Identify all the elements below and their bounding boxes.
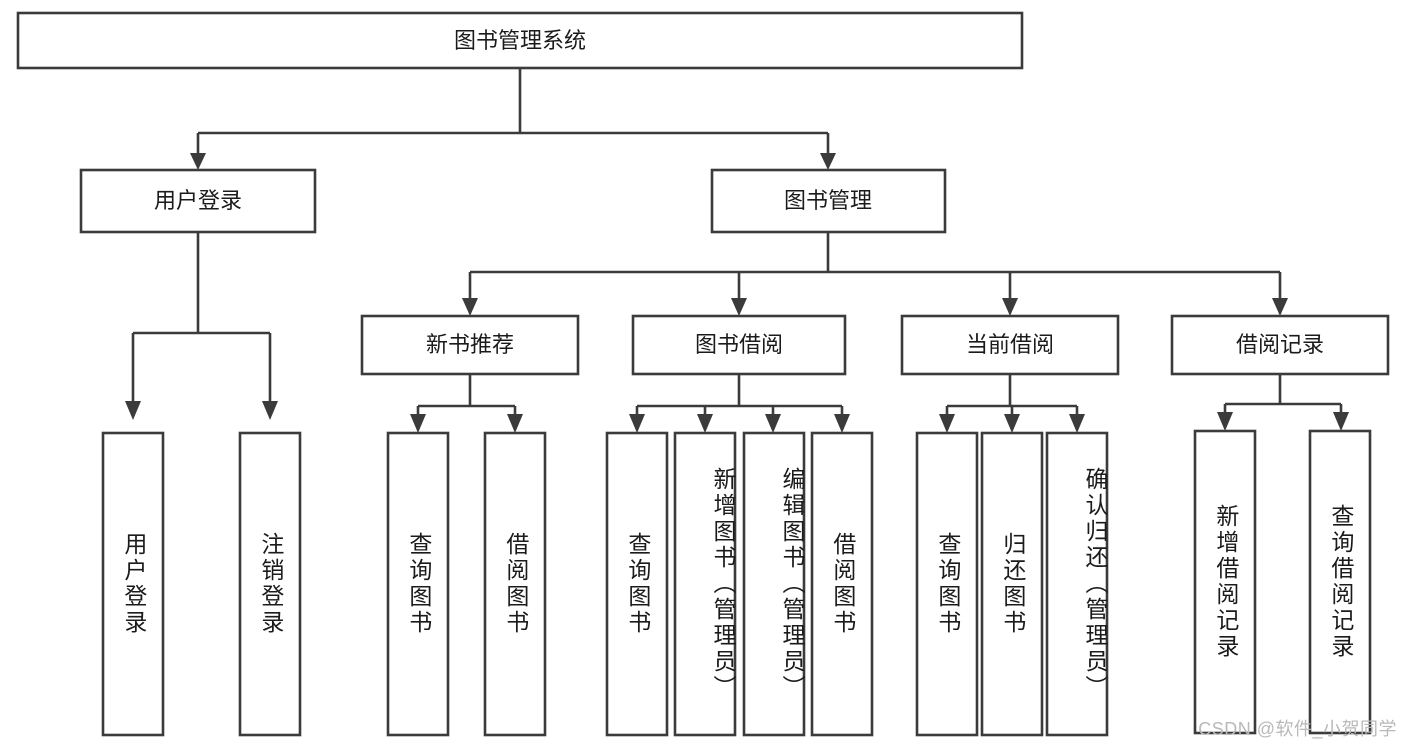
leaf-box-logout[interactable] <box>238 431 302 737</box>
arrow-head-cb-leaf3 <box>1069 414 1085 433</box>
connector-group-current-borrow <box>939 374 1085 433</box>
csdn-watermark: CSDN @软件_小贺同学 <box>1198 719 1397 739</box>
leaf-box-bb-add[interactable] <box>673 431 737 737</box>
node-borrow-record-label: 借阅记录 <box>1236 332 1324 357</box>
leaf-box-cb-query[interactable] <box>915 431 979 737</box>
node-new-book-recommend-label: 新书推荐 <box>426 332 514 357</box>
arrow-head-br-leaf2 <box>1333 412 1349 431</box>
arrow-head-book-mgmt <box>820 153 836 170</box>
node-root-label: 图书管理系统 <box>454 28 586 53</box>
arrow-head-bb-leaf4 <box>834 414 850 433</box>
leaf-group-borrow-record <box>1193 429 1372 735</box>
arrow-head-bb-leaf1 <box>629 414 645 433</box>
leaf-box-cb-confirm[interactable] <box>1045 431 1109 737</box>
leaf-box-bb-borrow[interactable] <box>810 431 874 737</box>
leaf-box-nb-borrow[interactable] <box>483 431 547 737</box>
arrow-head-cb-leaf1 <box>939 414 955 433</box>
node-new-book-recommend[interactable]: 新书推荐 <box>360 314 580 376</box>
leaf-group-book-borrow <box>605 431 874 737</box>
arrow-head-borrow-record <box>1272 298 1288 316</box>
connector-group-new-book <box>410 374 523 433</box>
leaf-box-br-add[interactable] <box>1193 429 1257 735</box>
arrow-head-current-borrow <box>1002 298 1018 316</box>
node-book-management-label: 图书管理 <box>784 188 872 213</box>
leaf-box-cb-return[interactable] <box>980 431 1044 737</box>
leaf-box-user-login[interactable] <box>101 431 165 737</box>
arrow-head-bb-leaf2 <box>697 414 713 433</box>
leaf-box-br-query[interactable] <box>1308 429 1372 735</box>
arrow-head-br-leaf1 <box>1217 412 1233 431</box>
node-current-borrow[interactable]: 当前借阅 <box>900 314 1120 376</box>
node-book-borrow-label: 图书借阅 <box>695 332 783 357</box>
node-user-login-box[interactable] <box>79 168 317 234</box>
node-borrow-record-box[interactable] <box>1170 314 1390 376</box>
arrow-head-nb-leaf1 <box>410 414 426 433</box>
node-book-management[interactable]: 图书管理 <box>710 168 947 234</box>
connector-group-user-login <box>125 232 278 420</box>
connector-group-book-borrow <box>629 374 850 433</box>
node-current-borrow-label: 当前借阅 <box>966 332 1054 357</box>
node-book-borrow-box[interactable] <box>631 314 847 376</box>
arrow-head-user-login <box>190 153 206 170</box>
arrow-head-nb-leaf2 <box>507 414 523 433</box>
arrow-head-leaf-user-login <box>125 401 141 420</box>
arrow-head-bb-leaf3 <box>765 414 781 433</box>
leaf-group-current-borrow <box>915 431 1109 737</box>
node-borrow-record[interactable]: 借阅记录 <box>1170 314 1390 376</box>
arrow-head-book-borrow <box>731 298 747 316</box>
arrow-head-cb-leaf2 <box>1004 414 1020 433</box>
connector-group-borrow-record <box>1217 374 1349 431</box>
node-user-login[interactable]: 用户登录 <box>79 168 317 234</box>
leaf-group-new-book <box>386 431 547 737</box>
leaf-group-user-login <box>101 431 302 737</box>
arrow-head-new-book <box>462 298 478 316</box>
arrow-head-leaf-logout <box>262 401 278 420</box>
node-root[interactable]: 图书管理系统 <box>16 11 1024 70</box>
leaf-box-bb-edit[interactable] <box>742 431 806 737</box>
connector-group-book-mgmt <box>462 232 1288 316</box>
node-root-box[interactable] <box>16 11 1024 70</box>
leaf-box-bb-query[interactable] <box>605 431 669 737</box>
node-new-book-recommend-box[interactable] <box>360 314 580 376</box>
node-current-borrow-box[interactable] <box>900 314 1120 376</box>
node-book-management-box[interactable] <box>710 168 947 234</box>
node-user-login-label: 用户登录 <box>154 188 242 213</box>
leaf-box-nb-query[interactable] <box>386 431 450 737</box>
connector-group-root <box>190 68 836 170</box>
node-book-borrow[interactable]: 图书借阅 <box>631 314 847 376</box>
